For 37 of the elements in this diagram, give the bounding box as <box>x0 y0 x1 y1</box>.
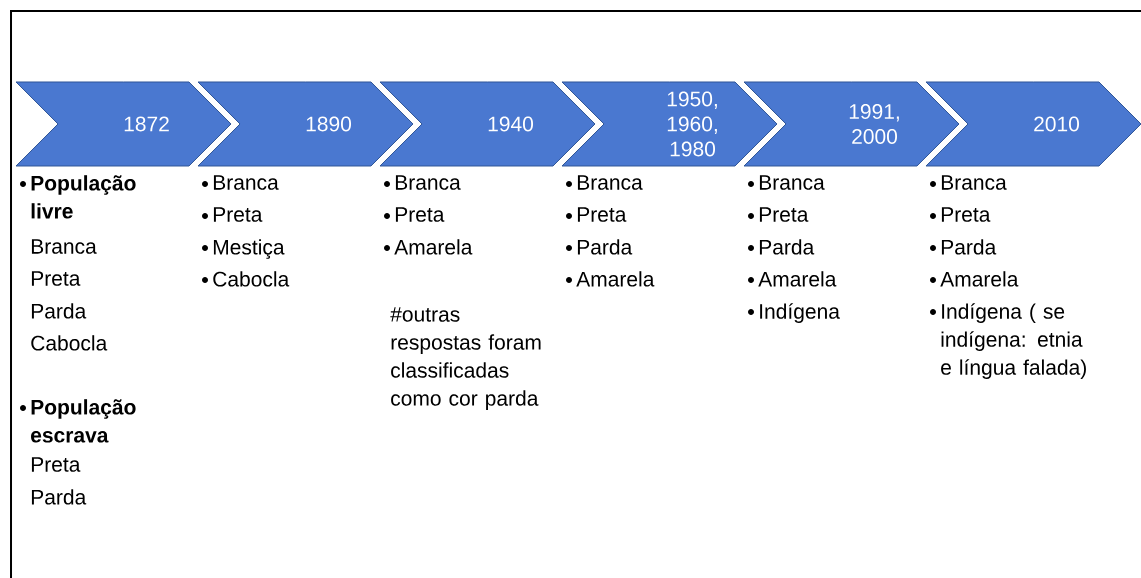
list-item: Preta <box>31 271 81 286</box>
list-item: Branca <box>395 175 461 190</box>
list-item: Preta <box>31 457 81 472</box>
year-band: 1890 <box>197 81 414 167</box>
list-item: Branca <box>759 175 825 190</box>
list-item: Parda <box>31 489 87 505</box>
list-item: Preta <box>759 207 809 222</box>
list-item: Indígena <box>760 303 840 323</box>
list-item: Parda <box>759 239 815 255</box>
group-heading: População livre <box>31 175 136 219</box>
list-item: Cabocla <box>31 335 108 351</box>
node-label: 2010 <box>1034 116 1080 132</box>
group-heading: População escrava <box>31 399 136 443</box>
list-item: Preta <box>577 207 627 222</box>
list-item: Indígena ( se indígena: etnia e língua falada) <box>941 303 1086 379</box>
list-item: Parda <box>577 239 633 255</box>
year-band: 2010 <box>925 81 1141 167</box>
list-item: Branca <box>577 175 643 190</box>
list-item: Preta <box>213 207 263 222</box>
list-item: Mestiça <box>213 239 285 259</box>
list-item: Preta <box>941 207 991 222</box>
list-item: Amarela <box>940 271 1019 287</box>
note-text: #outras respostas foram classificadas como cor parda <box>390 307 541 410</box>
year-band: 1940 <box>379 81 596 167</box>
year-band: 1872 <box>15 81 232 167</box>
year-band: 1950, 1960, 1980 <box>561 81 778 167</box>
list-item: Branca <box>213 175 279 190</box>
list-item: Amarela <box>758 271 837 287</box>
year-band: 1991, 2000 <box>743 81 960 167</box>
list-item: Cabocla <box>213 271 290 287</box>
list-item: Amarela <box>394 239 473 255</box>
list-item: Preta <box>395 207 445 222</box>
list-item: Amarela <box>576 271 655 287</box>
list-item: Parda <box>31 303 87 319</box>
list-item: Branca <box>31 239 97 254</box>
list-item: Branca <box>941 175 1007 190</box>
list-item: Parda <box>941 239 997 255</box>
